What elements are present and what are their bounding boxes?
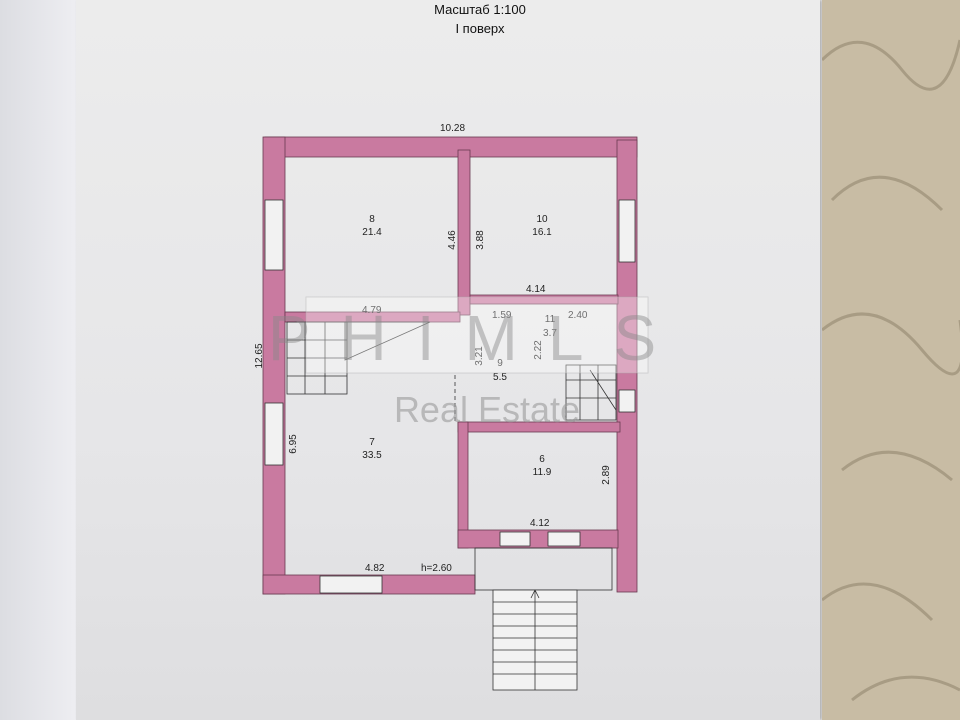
watermark: PHIMLS Real Estate: [268, 296, 686, 430]
dim-label: 3.21: [474, 346, 485, 366]
wall-top: [264, 136, 638, 158]
windows: [264, 199, 636, 594]
floor-label: I поверх: [455, 21, 505, 36]
room-number: 7: [369, 437, 375, 448]
watermark-tagline: Real Estate: [394, 389, 580, 430]
room-labels: 8 21.4 10 16.1 9 5.5 11 3.7 7 33.5 6 11.…: [362, 214, 557, 478]
window-icon: [264, 199, 284, 271]
room-number: 11: [545, 314, 556, 325]
background-fabric: [822, 0, 960, 720]
door-icon: [499, 531, 531, 547]
room-number: 6: [539, 454, 545, 465]
dim-label: 4.79: [362, 305, 382, 316]
room-area: 33.5: [362, 450, 382, 461]
dim-label: 6.95: [288, 434, 299, 454]
room-area: 11.9: [533, 467, 552, 478]
room-area: 5.5: [493, 372, 507, 383]
fabric-pattern: [822, 39, 960, 702]
dim-label: 12.65: [254, 343, 265, 368]
dim-label: 2.22: [533, 340, 544, 360]
window-icon: [618, 389, 636, 413]
adjacent-page: [0, 0, 78, 720]
window-icon: [319, 575, 383, 594]
dimension-labels: 10.28 12.65 4.46 3.88 4.14 4.79 1.59 2.4…: [254, 123, 612, 574]
dim-label: 2.40: [568, 310, 588, 321]
window-icon: [264, 402, 284, 466]
scale-label: Масштаб 1:100: [434, 2, 526, 17]
wall-8-10: [457, 149, 471, 316]
dim-label: 1.59: [492, 310, 512, 321]
dim-label: 3.88: [475, 230, 486, 250]
window-icon: [618, 199, 636, 263]
dim-label: 10.28: [440, 123, 465, 134]
dim-label: 4.82: [365, 563, 385, 574]
wall-bottom-6: [457, 529, 619, 549]
wall-below-10: [469, 294, 619, 305]
wall-left-6: [457, 421, 469, 549]
room-area: 16.1: [532, 227, 552, 238]
room-number: 9: [497, 358, 503, 369]
room-number: 8: [369, 214, 375, 225]
room-area: 3.7: [543, 328, 557, 339]
floor-plan-sheet: [76, 0, 820, 720]
dim-label: 2.89: [601, 465, 612, 485]
stairs: [286, 321, 617, 691]
room-area: 21.4: [362, 227, 382, 238]
room-number: 10: [536, 214, 548, 225]
ceiling-height: h=2.60: [421, 563, 452, 574]
window-icon: [547, 531, 581, 547]
dim-label: 4.14: [526, 284, 546, 295]
dim-label: 4.12: [530, 518, 550, 529]
watermark-brand: PHIMLS: [268, 302, 686, 374]
dim-label: 4.46: [447, 230, 458, 250]
